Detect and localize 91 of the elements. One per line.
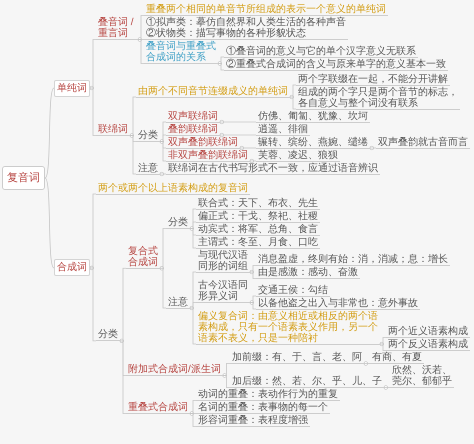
connector-line <box>90 39 96 88</box>
topic-label: 辗转、缤纷、燕婉、缱绻 <box>256 136 370 148</box>
topic-label: 两个字联缀在一起，不能分开讲解 <box>296 74 450 86</box>
connector-line <box>160 228 166 269</box>
topic-label: 组成的两个字只是两个音节的标志，各自意义与整个词没有联系 <box>296 86 460 110</box>
topic-label: 两个近义语素构成 <box>386 326 470 338</box>
connector-line <box>190 308 196 344</box>
connector-line <box>160 268 166 308</box>
connector-line <box>290 96 296 110</box>
subtopic-label: 双声联绵词 <box>166 110 220 122</box>
topic-label: 以备他盗之出入与非常也：意外事故 <box>256 298 420 310</box>
topic-label: 动词的重叠：表动作行为的重复 <box>196 389 340 401</box>
topic-label: 注意 <box>136 162 160 174</box>
connector-line <box>190 222 196 229</box>
topic-label: 古今汉语同形异义词 <box>196 280 250 303</box>
connector-line <box>290 84 296 98</box>
subtopic-label: 重叠式合成词 <box>126 402 190 414</box>
subtopic-label: 叠韵联绵词 <box>166 124 220 136</box>
definition-note: 两个或两个以上语素构成的复音词 <box>96 182 250 194</box>
connector-line <box>44 88 54 178</box>
subtopic-label: 附加式合成词/派生词 <box>126 364 223 376</box>
subtopic-label: 叠音词 / 重言词 <box>96 17 138 40</box>
connector-line <box>218 56 224 64</box>
connector-line <box>380 337 386 344</box>
topic-label: 双声叠韵就古音而言 <box>376 136 470 148</box>
connector-line <box>190 413 196 427</box>
main-topic: 合成词 <box>54 259 90 276</box>
connector-line <box>250 302 256 310</box>
topic-label: 偏正式：干戈、祭祀、社稷 <box>196 210 320 222</box>
connector-line <box>120 268 126 342</box>
topic-label: 有商、有夏 <box>370 352 424 364</box>
connector-line <box>130 135 136 174</box>
topic-label: 仿佛、匍匐、犹豫、坎坷 <box>256 110 370 122</box>
subtopic-label: 双声叠韵联绵词 <box>166 136 240 148</box>
subtopic-label: 非双声叠韵联绵词 <box>166 150 250 162</box>
connector-line <box>250 160 256 162</box>
topic-label: 消息盈虚，终则有始：消，消减；息：增长 <box>256 254 450 266</box>
definition-note: 重叠两个相同的单音节所组成的表示一个意义的单纯词 <box>144 4 388 16</box>
topic-label: 联合式：天下、布衣、先生 <box>196 198 320 210</box>
connector-line <box>90 194 96 268</box>
connector-line <box>380 344 386 351</box>
connector-line <box>130 96 136 136</box>
topic-label: 主谓式：冬至、月食、口吃 <box>196 236 320 248</box>
topic-label: 分类 <box>96 329 120 342</box>
connector-line <box>90 88 96 136</box>
topic-label: 分类 <box>136 130 160 142</box>
connector-line <box>222 375 230 388</box>
connector-line <box>218 63 224 70</box>
connector-line <box>190 400 196 414</box>
connector-line <box>364 363 370 364</box>
list-item-text: ①拟声类：摹仿自然界和人类生活的各种声音 <box>146 17 346 28</box>
connector-line <box>160 134 166 142</box>
topic-label: 欣然、沃若、莞尔、郁郁乎 <box>390 365 454 388</box>
connector-line <box>384 387 390 388</box>
topic-item <box>144 17 348 40</box>
central-topic: 复音词 <box>2 166 45 190</box>
topic-label: 芙蓉、凌迟、狼狈 <box>256 150 340 162</box>
list-item-text: ②状物类：描写事物的各种形貌状态 <box>146 28 307 39</box>
subtopic-label: 复合式合成词 <box>126 246 160 269</box>
connector-line <box>138 15 144 40</box>
connector-line <box>44 178 54 268</box>
definition-note: 偏义复合词：由意义相近或相反的两个语素构成，只有一个语素表义作用，另一个语素不表义，只是一种陪衬 <box>196 310 380 344</box>
topic-label: 逍遥、徘徊 <box>256 124 310 136</box>
subtopic-label: 联绵词 <box>96 124 130 136</box>
relation-note: 叠音词与重叠式合成词的关系 <box>144 41 218 64</box>
connector-line <box>190 228 196 248</box>
topic-label: 加前缀：有、于、言、老、阿 <box>230 352 364 364</box>
connector-line <box>190 302 196 308</box>
topic-label: 两个反义语素构成 <box>386 339 470 351</box>
topic-label: 加后缀：然、若、尔、乎、儿、子 <box>230 376 384 388</box>
topic-label: 注意 <box>166 296 190 308</box>
definition-note: 由两个不同音节连缀成义的单纯词 <box>136 86 290 98</box>
topic-label: 分类 <box>166 217 190 229</box>
main-topic: 单纯词 <box>54 80 90 96</box>
topic-label: 动宾式：将军、总角、食言 <box>196 224 320 236</box>
topic-label: 交通王侯：勾结 <box>256 284 330 296</box>
connector-line <box>138 39 144 64</box>
topic-label: 由是感激：感动、奋激 <box>256 267 360 279</box>
topic-label: ②重叠式合成词的含义与原来单字的意义基本一致 <box>224 58 448 70</box>
topic-label: 形容词重叠：表程度增强 <box>196 415 310 427</box>
connector-line <box>250 265 256 272</box>
topic-label: ①叠音词的意义与它的单个汉字意义无联系 <box>224 46 418 58</box>
connector-line <box>160 141 166 162</box>
connector-line <box>250 296 256 303</box>
connector-line <box>90 268 96 342</box>
topic-label: 联绵词在古代书写形式不一致，应通过语音辨识 <box>166 162 380 174</box>
topic-label: 名词的重叠：表事物的每一个 <box>196 402 330 414</box>
topic-label: 与现代汉语同形的词组 <box>196 250 250 272</box>
connector-line <box>250 272 256 279</box>
connector-line <box>120 340 126 414</box>
connector-line <box>220 134 256 136</box>
